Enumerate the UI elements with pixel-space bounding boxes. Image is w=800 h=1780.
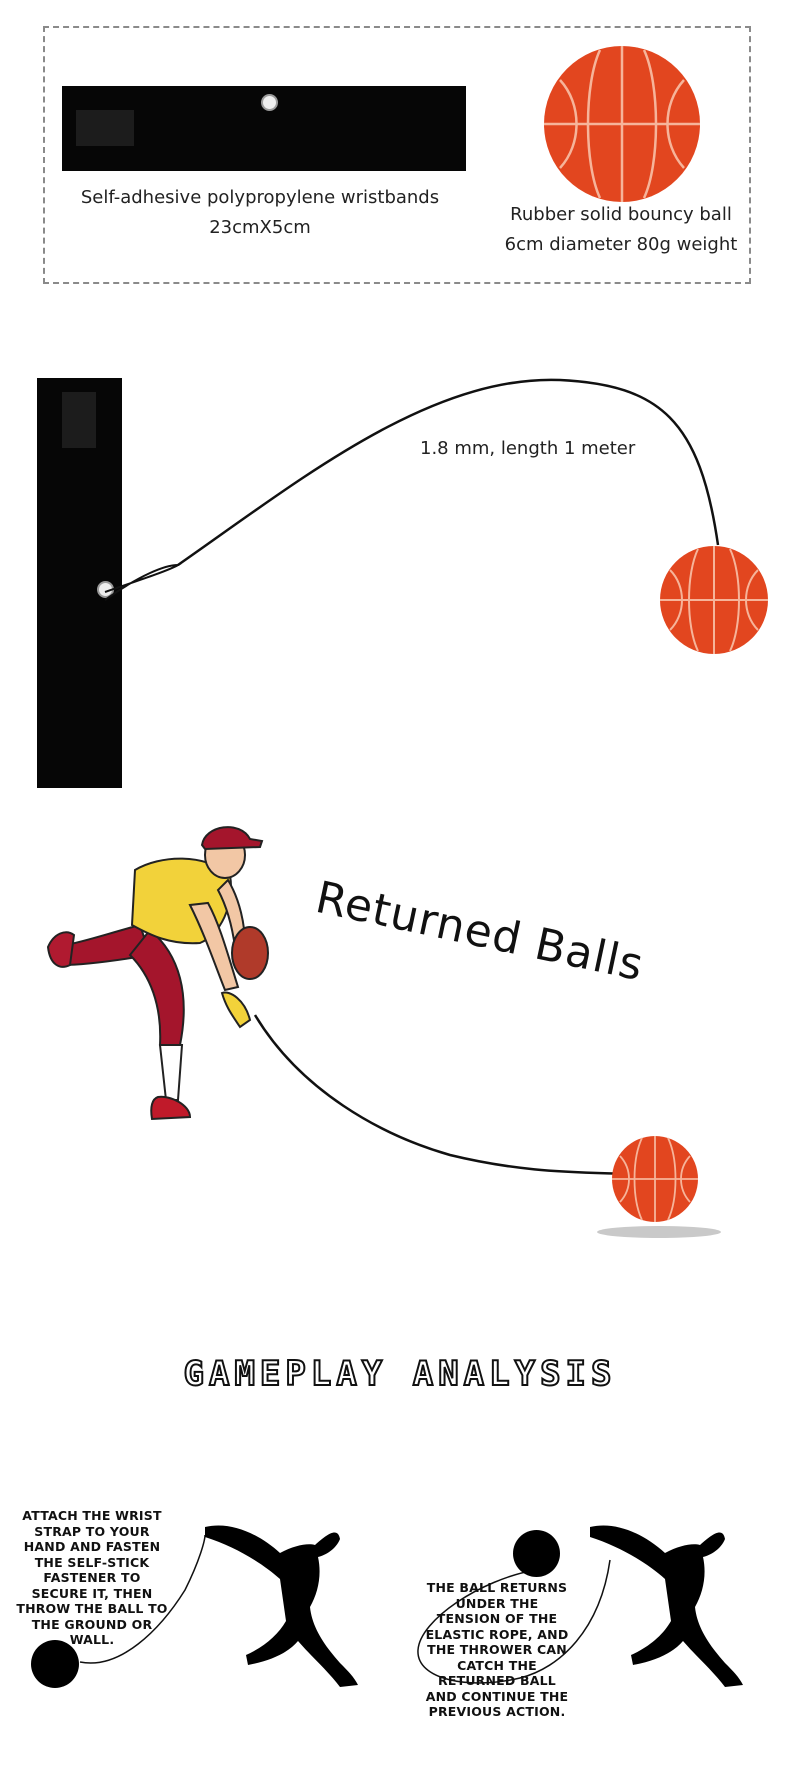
ball-label-line1: Rubber solid bouncy ball [510,204,732,225]
ball-shadow [597,1226,721,1238]
step1-thrower-silhouette [205,1525,358,1687]
step1-rope-line [79,1534,206,1664]
basketball-image-top [544,46,700,202]
returned-balls-heading: Returned Balls [311,872,649,992]
step2-catcher-silhouette [590,1525,743,1687]
wristband-label-line2: 23cmX5cm [209,217,311,238]
basketball-image-bottom [612,1136,698,1222]
ball-label: Rubber solid bouncy ball 6cm diameter 80… [490,200,752,260]
step1-caption: ATTACH THE WRIST STRAP TO YOUR HAND AND … [16,1508,168,1647]
step2-caption: THE BALL RETURNS UNDER THE TENSION OF TH… [425,1580,569,1719]
return-rope-line [253,1014,626,1176]
wristband-label: Self-adhesive polypropylene wristbands 2… [50,183,470,243]
wristband-label-line1: Self-adhesive polypropylene wristbands [80,187,440,208]
rope-label: 1.8 mm, length 1 meter [420,438,636,459]
elastic-rope-line [104,378,720,601]
wristband-vertical-patch [62,392,96,448]
gameplay-analysis-heading: GAMEPLAY ANALYSIS [183,1353,617,1395]
components-box [43,26,751,284]
pitcher-illustration [46,826,269,1121]
step1-ball [31,1640,79,1688]
step2-rope-line [417,1559,611,1684]
wristband-patch [76,110,134,146]
basketball-image-middle [660,546,768,654]
step2-ball [513,1530,560,1577]
wristband-vertical-image [37,378,122,788]
wristband-eyelet [261,94,278,111]
ball-label-line2: 6cm diameter 80g weight [504,234,738,255]
wristband-image [62,86,466,171]
